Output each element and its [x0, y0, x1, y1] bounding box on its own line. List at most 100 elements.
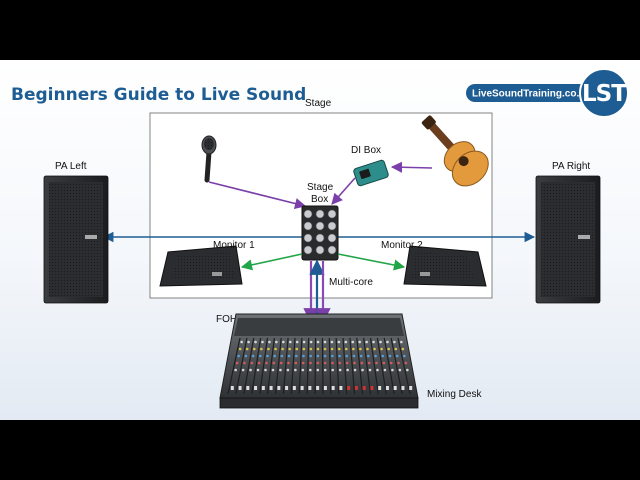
channel-knob [295, 347, 299, 351]
channel-knob [302, 347, 306, 351]
channel-knob [295, 340, 299, 344]
channel-knob [373, 347, 376, 351]
channel-fader [238, 386, 242, 390]
channel-knob [264, 368, 267, 372]
channel-fader [285, 386, 289, 390]
channel-knob [344, 340, 348, 344]
xlr-socket [327, 245, 337, 255]
channel-knob [287, 361, 290, 365]
xlr-socket [303, 245, 313, 255]
channel-knob [294, 354, 298, 358]
channel-knob [367, 354, 370, 358]
channel-strip [306, 337, 310, 395]
brand-pill [466, 84, 596, 102]
channel-knob [268, 340, 271, 344]
channel-knob [391, 368, 394, 372]
channel-strip [349, 337, 356, 395]
channel-knob [360, 361, 364, 365]
channel-fader [269, 386, 273, 390]
xlr-socket [327, 221, 337, 231]
channel-knob [403, 354, 406, 358]
channel-knob [398, 368, 402, 372]
channel-knob [331, 368, 334, 372]
channel-strip [314, 337, 317, 395]
channel-strip [290, 337, 296, 395]
monitor-2-label: Monitor 2 [381, 240, 423, 251]
logo-lettering: LST [582, 81, 627, 107]
channel-knob [271, 368, 275, 372]
channel-strip [266, 337, 275, 395]
stage-box [301, 205, 339, 261]
di-box-icon [353, 159, 389, 187]
stage-box-label-line1: Stage [307, 182, 334, 193]
channel-fader [339, 386, 343, 390]
channel-knob [387, 347, 391, 351]
multicore-label: Multi-core [329, 277, 373, 288]
channel-knob [380, 347, 383, 351]
channel-strip [235, 337, 248, 395]
channel-knob [249, 368, 252, 372]
channel-knob [279, 368, 282, 372]
channel-knob [282, 340, 285, 344]
channel-fader [254, 386, 258, 390]
channel-fader [277, 386, 281, 390]
channel-knob [288, 340, 292, 344]
channel-knob [302, 340, 306, 344]
xlr-socket [315, 233, 325, 243]
channel-strip [390, 337, 403, 395]
channel-knob [275, 340, 278, 344]
channel-knob [272, 361, 276, 365]
channel-knob [358, 340, 361, 344]
channel-knob [331, 361, 334, 365]
channel-knob [351, 340, 355, 344]
channel-knob [251, 354, 255, 358]
brand[interactable]: LiveSoundTraining.co.uk LST [466, 68, 629, 118]
stage-box-label-line2: Box [311, 194, 328, 205]
channel-fader [385, 386, 389, 390]
channel-knob [309, 347, 313, 351]
channel-fader [316, 386, 320, 390]
channel-knob [323, 340, 327, 344]
channel-knob [344, 347, 348, 351]
channel-knob [395, 354, 399, 358]
channel-fader [347, 386, 351, 390]
mic-input-line [208, 181, 307, 209]
channel-knob [397, 361, 400, 365]
channel-knob [345, 361, 349, 365]
channel-strip [328, 337, 332, 395]
channel-knob [257, 361, 261, 365]
channel-knob [330, 347, 334, 351]
channel-strip [397, 337, 411, 395]
channel-knob [243, 361, 246, 365]
channel-knob [260, 347, 263, 351]
channel-knob [401, 347, 405, 351]
foh-label: FOH [216, 314, 237, 325]
pa-right-label: PA Right [552, 161, 590, 172]
channel-fader [292, 386, 296, 390]
channel-knob [250, 361, 254, 365]
channel-fader [261, 386, 265, 390]
channel-knob [368, 368, 372, 372]
channel-fader [362, 386, 366, 390]
channel-knob [400, 340, 403, 344]
page-title: Beginners Guide to Live Sound [11, 85, 306, 105]
channel-knob [286, 368, 290, 372]
xlr-socket [303, 209, 313, 219]
channel-fader [409, 386, 413, 390]
brand-url: LiveSoundTraining.co.uk [472, 89, 591, 100]
diagram-canvas: Beginners Guide to Live Sound LiveSoundT… [0, 60, 640, 420]
mixing-desk [219, 313, 419, 409]
channel-fader [331, 386, 335, 390]
xlr-socket [327, 209, 337, 219]
di-box-label: DI Box [351, 145, 381, 156]
channel-knob [234, 368, 237, 372]
channel-knob [393, 340, 396, 344]
channel-knob [381, 354, 385, 358]
channel-knob [235, 361, 239, 365]
channel-knob [404, 361, 408, 365]
channel-knob [353, 361, 356, 365]
channel-knob [316, 368, 320, 372]
channel-knob [309, 361, 312, 365]
channel-knob [388, 354, 392, 358]
